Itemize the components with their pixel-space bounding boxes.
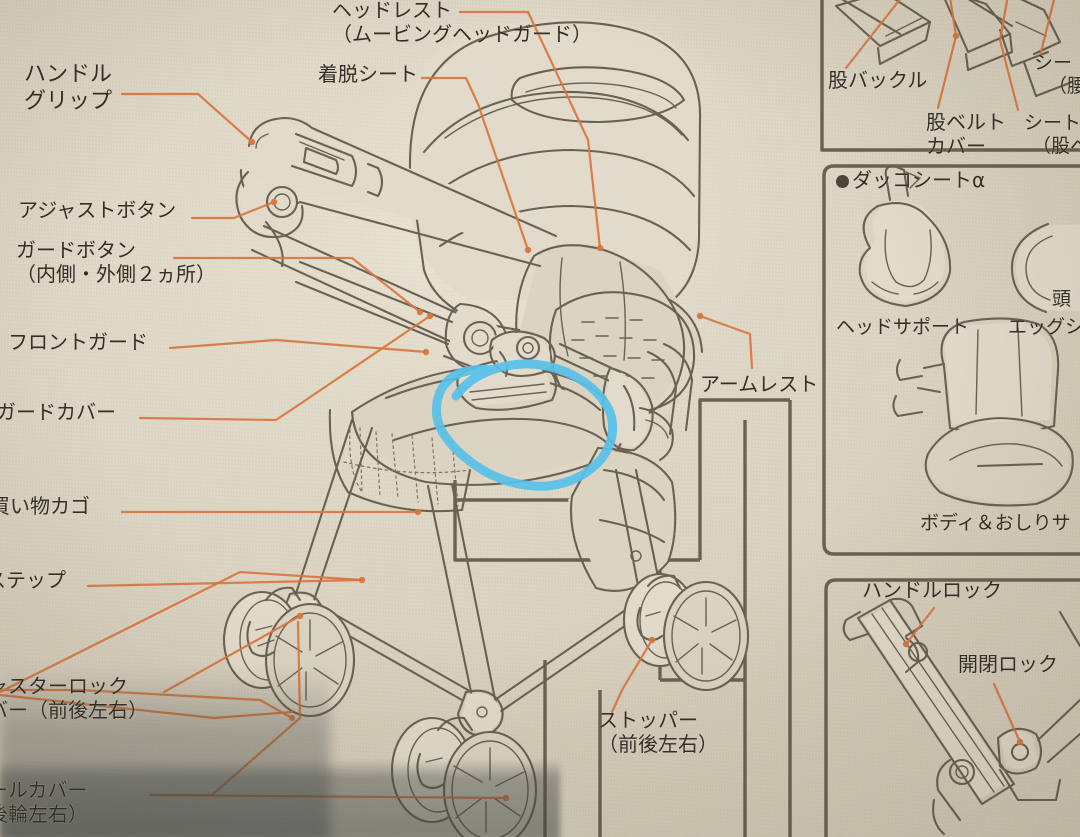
label-handle-lock: ハンドルロック: [862, 578, 1002, 602]
mesh-vent-holes: [571, 317, 665, 379]
label-stopper: ストッパー （前後左右）: [598, 708, 718, 757]
label-adjust-button: アジャストボタン: [18, 198, 177, 222]
label-step: ステップ: [0, 568, 66, 592]
rear-wheel: [622, 572, 750, 692]
label-crotch-belt-cover: 股ベルト カバー: [926, 110, 1006, 159]
label-shopping-basket: 買い物カゴ: [0, 494, 90, 518]
blue-circle-highlight: [431, 359, 618, 491]
belt-detail-illustration: [834, 0, 1074, 98]
label-guard-cover: ガードカバー: [0, 400, 116, 424]
seat-side-panel: [568, 446, 677, 592]
handle-lock-illustration: [842, 597, 1080, 836]
stroller-illustration: [222, 18, 750, 837]
body-hip-support-shape: [892, 317, 1074, 507]
label-wheel-cover: ールカバー 後輪左右）: [0, 778, 88, 827]
label-guard-button: ガードボタン （内側・外側２ヵ所）: [16, 238, 216, 287]
label-removable-seat: 着脱シート: [318, 62, 418, 86]
shopping-basket: [328, 408, 472, 513]
label-crotch-buckle: 股バックル: [828, 68, 928, 92]
label-head-part: 頭: [1052, 288, 1072, 310]
label-seat-crotch-belt: シート （股ベ: [1024, 112, 1080, 158]
label-headrest: ヘッドレスト （ムービングヘッドガード）: [332, 0, 592, 47]
label-open-close-lock: 開閉ロック: [958, 652, 1058, 676]
dakko-seat-illustrations: [858, 164, 1080, 507]
armrest: [646, 298, 704, 436]
label-egg-shell: エッグシ: [1008, 316, 1080, 338]
label-seat-waist-belt: シー （腰ベ: [1034, 52, 1080, 98]
label-handle-grip: ハンドル グリップ: [24, 62, 113, 114]
head-support-shape: [858, 164, 952, 308]
label-body-hip: ボディ＆おしりサ: [920, 512, 1071, 534]
egg-shell-shape: [1010, 222, 1080, 314]
heading-dakko-seat: ダッコシートα: [836, 168, 985, 192]
bullet-icon: [836, 175, 849, 188]
spokes: [275, 619, 343, 701]
label-head-support: ヘッドサポート: [836, 316, 970, 338]
label-armrest: アームレスト: [700, 372, 819, 396]
harness-buckle: [489, 330, 674, 462]
label-caster-lock: ャスターロック バー（前後左右）: [0, 674, 148, 723]
label-front-guard: フロントガード: [8, 330, 148, 354]
leader-lines: [0, 0, 1056, 802]
front-castor-wheel-left: [222, 586, 356, 718]
right-panel-frames: [820, 0, 1080, 837]
photo-shadow-bottom: [0, 760, 560, 837]
